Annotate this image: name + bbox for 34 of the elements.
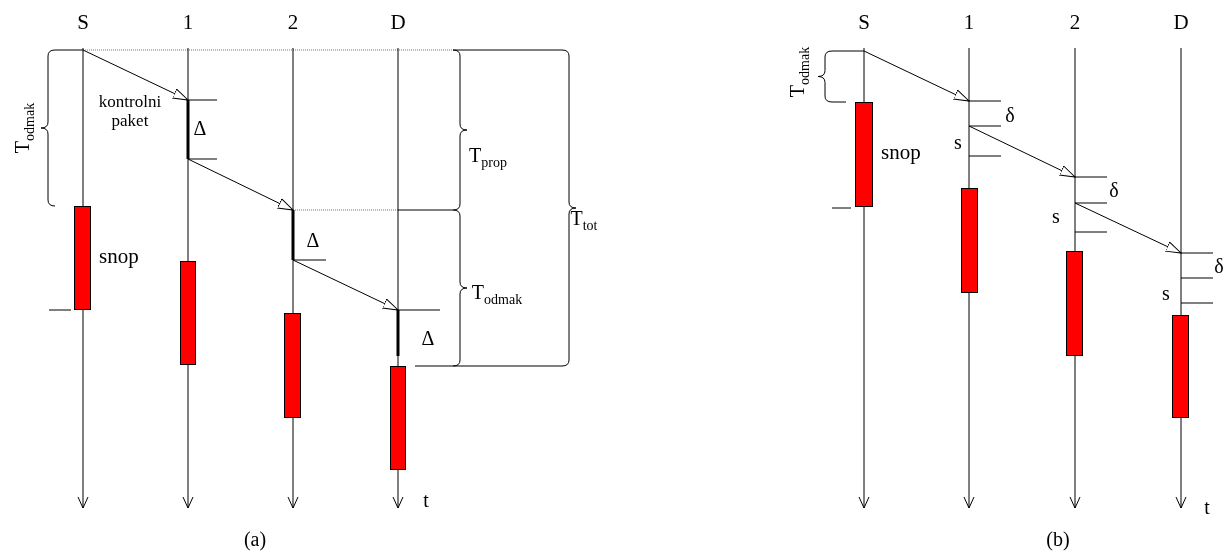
interval-label: s [954, 131, 962, 153]
interval-label: δ [1109, 179, 1119, 201]
interval-label: s [1052, 205, 1060, 227]
burst-bar [1066, 251, 1083, 356]
burst-bar [180, 261, 196, 365]
panel-label: (a) [243, 528, 267, 550]
burst-bar [961, 188, 978, 293]
axis-label: t [423, 489, 429, 511]
node-name: D [390, 10, 406, 34]
burst-bar [855, 102, 873, 207]
node-name: S [858, 10, 870, 34]
burst-bar [74, 206, 91, 310]
burst-bar [284, 313, 301, 418]
duration-label: T$_{odmak}$ [471, 281, 523, 303]
node-name: 2 [287, 10, 299, 34]
interval-label: Δ [306, 229, 320, 251]
axis-label: t [1204, 496, 1210, 518]
burst-bar [1172, 315, 1189, 418]
interval-label: δ [1214, 255, 1224, 277]
burst-bar [390, 366, 406, 470]
interval-label: Δ [193, 117, 207, 139]
node-name: 2 [1069, 10, 1081, 34]
annotation: kontrolni paket [97, 93, 163, 131]
node-name: 1 [182, 10, 194, 34]
panel-label: (b) [1046, 528, 1070, 550]
burst-label: snop [99, 246, 139, 267]
burst-label: snop [881, 142, 921, 163]
interval-label: δ [1005, 104, 1015, 126]
node-name: 1 [963, 10, 975, 34]
duration-label: T$_{tot}$ [570, 207, 598, 229]
node-name: D [1173, 10, 1189, 34]
interval-label: Δ [421, 327, 435, 349]
interval-label: s [1162, 282, 1170, 304]
node-name: S [77, 10, 89, 34]
